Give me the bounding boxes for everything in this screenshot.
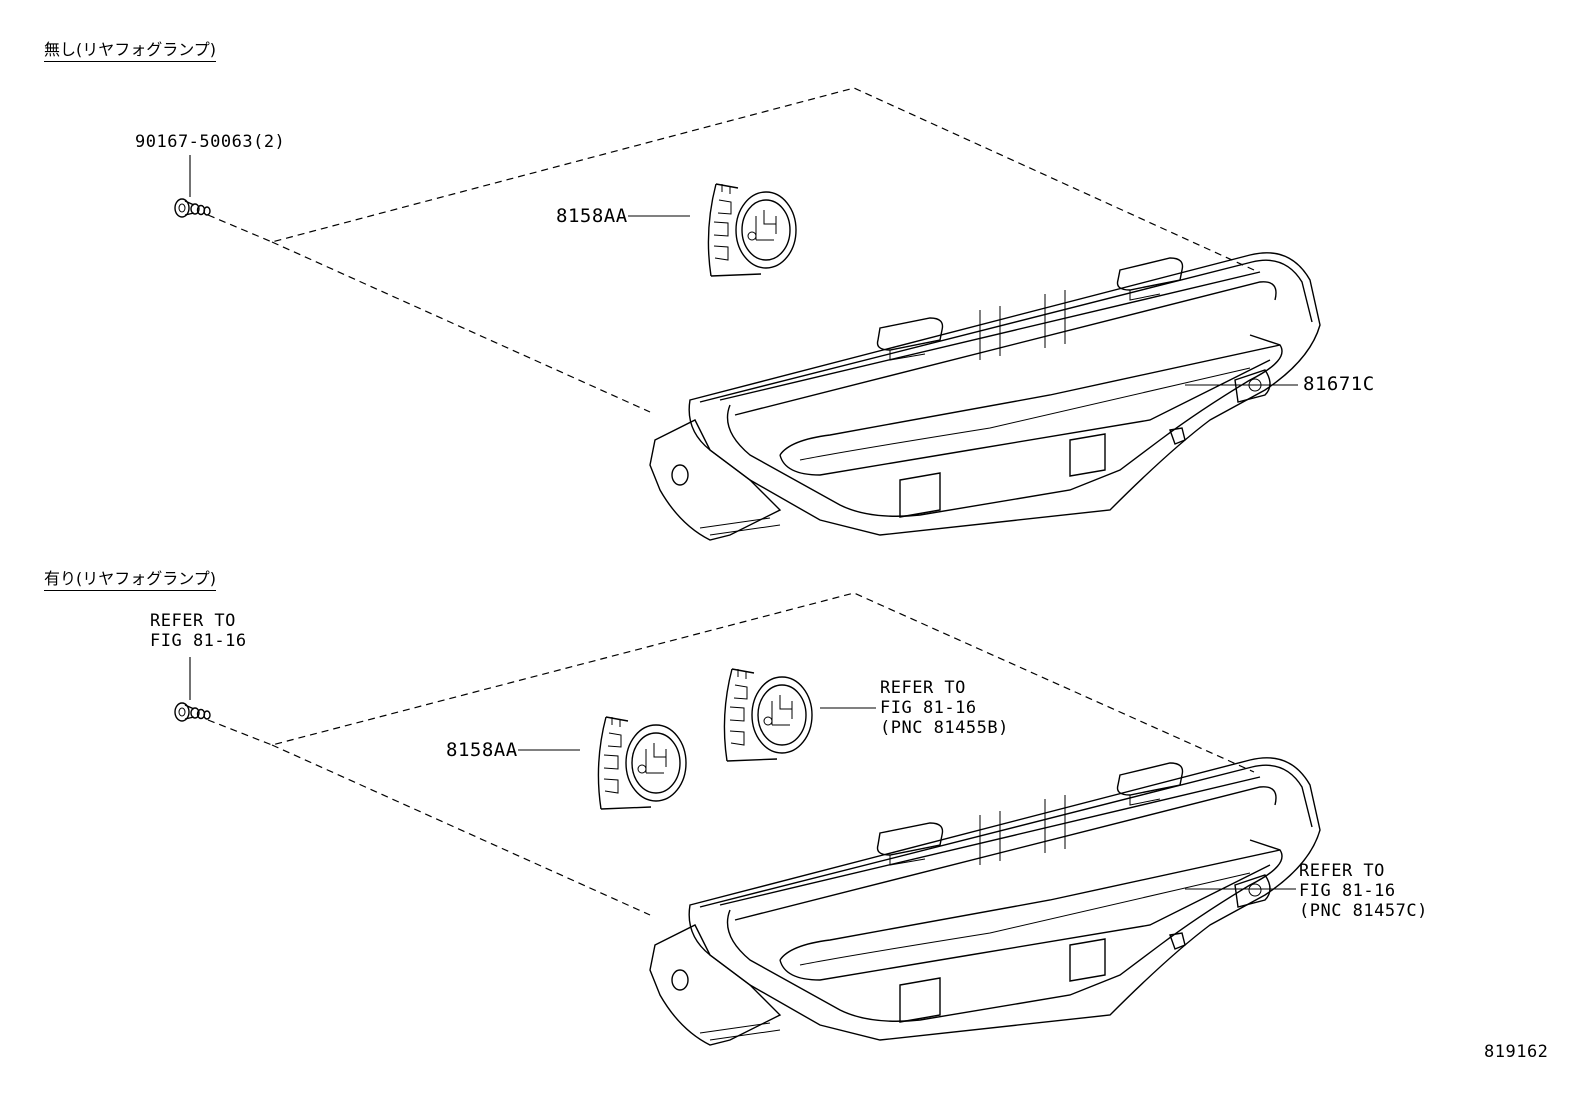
section-without-rear-fog: [174, 87, 1321, 541]
socket-part-number[interactable]: 8158AA: [446, 739, 518, 761]
reference-line: REFER TO: [880, 678, 966, 698]
socket-part-number[interactable]: 8158AA: [556, 205, 628, 227]
socket-part: [518, 716, 687, 810]
condition-label-without-fog: 無し(リヤフォグランプ): [44, 36, 217, 62]
bolt-part-number[interactable]: 90167-50063(2): [135, 132, 286, 152]
reference-line: (PNC 81455B): [880, 718, 1009, 738]
bolt-reference[interactable]: REFER TO FIG 81-16: [150, 611, 247, 651]
lamp-assembly-part: [649, 252, 1321, 541]
fog-socket-part: [723, 668, 876, 762]
explode-guide-lines: [207, 592, 1255, 773]
reference-line: FIG 81-16: [150, 631, 247, 651]
bolt-part: [174, 657, 211, 722]
reference-line: FIG 81-16: [880, 698, 977, 718]
socket-part: [628, 183, 797, 277]
explode-guide-lines: [207, 87, 1255, 271]
reference-line: REFER TO: [1299, 861, 1385, 881]
bolt-part: [174, 155, 211, 218]
fog-socket-reference[interactable]: REFER TO FIG 81-16 (PNC 81455B): [880, 678, 1009, 738]
condition-label-with-fog: 有り(リヤフォグランプ): [44, 565, 217, 591]
lamp-part-number[interactable]: 81671C: [1303, 373, 1375, 395]
illustration-id: 819162: [1484, 1042, 1549, 1062]
reference-line: FIG 81-16: [1299, 881, 1396, 901]
lamp-reference[interactable]: REFER TO FIG 81-16 (PNC 81457C): [1299, 861, 1428, 921]
reference-line: REFER TO: [150, 611, 236, 631]
reference-line: (PNC 81457C): [1299, 901, 1428, 921]
section-with-rear-fog: [174, 592, 1321, 1046]
lamp-assembly-part: [649, 757, 1321, 1046]
